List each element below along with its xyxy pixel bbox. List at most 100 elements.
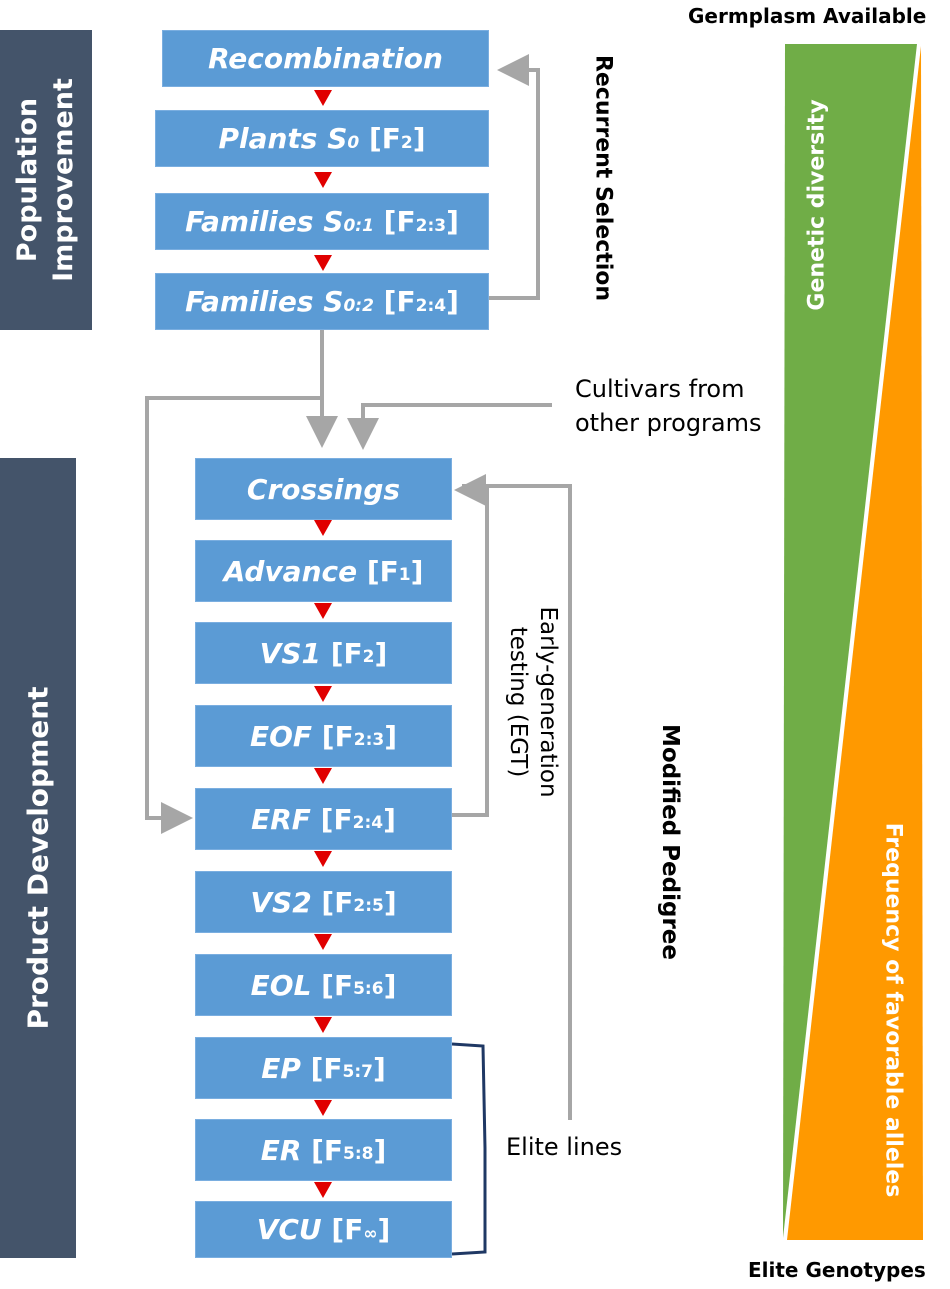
egt-label-line1: Early-generation xyxy=(535,606,561,798)
eol-sub-f: 5:6 xyxy=(353,979,384,999)
elite-genotypes-label: Elite Genotypes xyxy=(748,1258,926,1282)
vs2-bracket-open: [F xyxy=(311,885,354,919)
modified-pedigree-label: Modified Pedigree xyxy=(657,724,683,960)
vs1-bracket-close: ] xyxy=(374,636,388,670)
down-arrow-10 xyxy=(314,1017,332,1033)
families2-bracket-close: ] xyxy=(446,285,459,318)
families2-sub-f: 2:4 xyxy=(415,295,447,316)
vs1-main: VS1 xyxy=(259,636,321,670)
families2-bracket-open: [F xyxy=(373,285,416,318)
eof-main: EOF xyxy=(250,719,313,753)
advance-bracket-close: ] xyxy=(410,554,424,588)
families1-sub-s: 0:1 xyxy=(343,215,374,236)
egt-label-line2: testing (EGT) xyxy=(505,626,531,778)
cultivars-to-crossings-line xyxy=(347,403,552,450)
population-improvement-panel: Population Improvement xyxy=(0,30,92,330)
germplasm-available-label: Germplasm Available xyxy=(688,4,927,28)
families2-main: Families S xyxy=(185,285,344,318)
advance-sub-f: 1 xyxy=(398,565,411,585)
eol-bracket-close: ] xyxy=(383,968,397,1002)
crossings-text: Crossings xyxy=(246,472,401,506)
eof-bracket-close: ] xyxy=(384,719,397,753)
cultivars-label: Cultivars from other programs xyxy=(575,372,762,440)
advance-bracket-open: [F xyxy=(357,554,399,588)
ep-bracket-close: ] xyxy=(373,1051,386,1085)
eof-sub-f: 2:3 xyxy=(353,730,385,750)
erf-bracket-close: ] xyxy=(383,802,396,836)
down-arrow-2 xyxy=(314,172,332,188)
vs2-main: VS2 xyxy=(250,885,312,919)
ep-sub-f: 5:7 xyxy=(342,1062,373,1082)
families1-main: Families S xyxy=(185,205,344,238)
vs2-bracket-close: ] xyxy=(383,885,397,919)
crossings-box: Crossings xyxy=(195,458,452,520)
eol-main: EOL xyxy=(250,968,312,1002)
modified-pedigree-loop xyxy=(462,484,572,1120)
families1-bracket-close: ] xyxy=(446,205,459,238)
vs1-bracket-open: [F xyxy=(321,636,363,670)
elite-lines-bracket xyxy=(451,1042,487,1256)
vcu-bracket-open: [F xyxy=(321,1213,364,1246)
plants-bracket-open: [F xyxy=(359,122,401,155)
families2-sub-s: 0:2 xyxy=(343,295,374,316)
erf-bracket-open: [F xyxy=(310,802,353,836)
cultivars-label-line1: Cultivars from xyxy=(575,375,745,403)
left-branch-to-erf xyxy=(145,396,322,834)
egt-label: Early-generation testing (EGT) xyxy=(503,606,563,797)
down-arrow-9 xyxy=(314,934,332,950)
er-bracket-open: [F xyxy=(301,1133,344,1167)
down-arrow-8 xyxy=(314,851,332,867)
egt-loop xyxy=(452,474,489,817)
recurrent-selection-loop xyxy=(488,54,540,300)
genetic-diversity-label: Genetic diversity xyxy=(804,99,830,311)
eof-bracket-open: [F xyxy=(312,719,354,753)
down-arrow-12 xyxy=(314,1182,332,1198)
ep-main: EP xyxy=(261,1051,301,1085)
er-main: ER xyxy=(260,1133,302,1167)
er-bracket-close: ] xyxy=(373,1133,387,1167)
favorable-alleles-wedge xyxy=(787,46,923,1240)
plants-main: Plants S xyxy=(218,122,348,155)
elite-lines-label: Elite lines xyxy=(506,1133,623,1161)
vs2-sub-f: 2:5 xyxy=(353,896,384,916)
vcu-box: VCU [F∞] xyxy=(195,1201,452,1258)
er-sub-f: 5:8 xyxy=(343,1144,374,1164)
down-arrow-1 xyxy=(314,90,332,106)
families1-bracket-open: [F xyxy=(373,205,416,238)
down-arrow-4 xyxy=(314,520,332,536)
ep-bracket-open: [F xyxy=(300,1051,343,1085)
genetic-diversity-wedge xyxy=(783,44,917,1238)
families1-sub-f: 2:3 xyxy=(415,215,447,236)
vs1-sub-f: 2 xyxy=(362,647,375,667)
favorable-alleles-label: Frequency of favorable alleles xyxy=(880,822,906,1198)
plants-bracket-close: ] xyxy=(412,122,426,155)
down-arrow-6 xyxy=(314,686,332,702)
down-arrow-3 xyxy=(314,255,332,271)
eol-bracket-open: [F xyxy=(311,968,354,1002)
vcu-main: VCU xyxy=(256,1213,322,1246)
recombination-box: Recombination xyxy=(162,30,489,87)
plants-sub-f: 2 xyxy=(400,132,413,153)
advance-main: Advance xyxy=(223,554,358,588)
erf-sub-f: 2:4 xyxy=(352,813,384,833)
down-arrow-11 xyxy=(314,1100,332,1116)
recombination-text: Recombination xyxy=(208,42,443,75)
erf-main: ERF xyxy=(251,802,311,836)
vcu-bracket-close: ] xyxy=(377,1213,391,1246)
product-development-panel: Product Development xyxy=(0,458,76,1258)
cultivars-label-line2: other programs xyxy=(575,409,762,437)
vcu-sub-f: ∞ xyxy=(363,1223,378,1244)
down-arrow-7 xyxy=(314,768,332,784)
